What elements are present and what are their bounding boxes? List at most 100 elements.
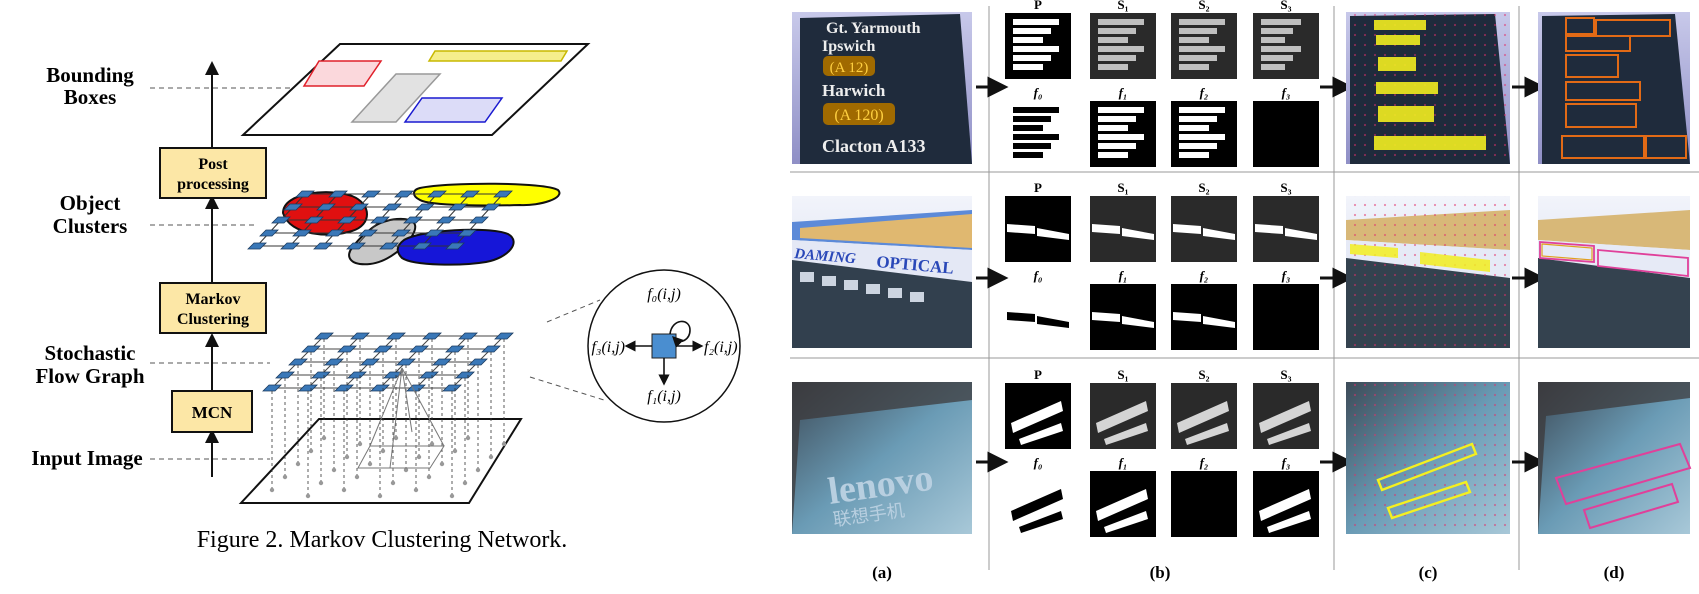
flow-graph-node <box>396 358 416 366</box>
flow-label-f1: f₁(i,j) <box>647 388 681 405</box>
row1-input-image: Gt. Yarmouth Ipswich (A 12) Harwich (A 1… <box>792 12 972 164</box>
flow-graph-node <box>445 345 465 353</box>
col-label-a: (a) <box>872 563 892 582</box>
map-tile <box>1171 383 1237 449</box>
map-label-bottom: f₁ <box>1119 85 1128 100</box>
flow-graph-node <box>409 345 429 353</box>
flow-graph-node <box>468 358 488 366</box>
cluster-graph-node <box>259 229 279 237</box>
stage-markov-line1: Markov <box>185 291 240 308</box>
row1-text-yarmouth: Gt. Yarmouth <box>826 20 921 37</box>
col-label-d: (d) <box>1604 563 1625 582</box>
map-tile <box>1171 471 1237 537</box>
map-label-top: P <box>1034 0 1042 12</box>
map-label-bottom: f₃ <box>1282 85 1291 100</box>
label-bounding-boxes-line1: Bounding <box>46 63 134 87</box>
map-label-top: S₃ <box>1280 0 1291 12</box>
label-bounding-boxes-line2: Boxes <box>64 85 117 109</box>
stage-mcn-label: MCN <box>192 403 233 422</box>
flow-graph-node <box>373 345 393 353</box>
cluster-graph-node <box>358 229 378 237</box>
map-label-top: S₁ <box>1117 180 1128 195</box>
stage-markov-clustering: Markov Clustering <box>159 282 267 334</box>
map-label-top: S₃ <box>1280 180 1291 195</box>
cluster-red <box>281 191 368 236</box>
flow-graph-node <box>422 332 442 340</box>
stochastic-flow-graph <box>262 332 514 392</box>
node-zoom-inset: f₀(i,j) f₃(i,j) f₂(i,j) f₁(i,j) <box>529 269 741 423</box>
cluster-graph-node <box>361 190 381 198</box>
input-image-plane <box>238 339 523 504</box>
row1-text-harwich: Harwich <box>822 81 886 100</box>
row2-input-image: DAMING OPTICAL <box>792 196 972 348</box>
stage-post-processing: Post processing <box>159 147 267 199</box>
column-labels: (a) (b) (c) (d) <box>872 563 1624 582</box>
flow-graph-node <box>494 332 514 340</box>
zoom-node <box>651 333 677 359</box>
level-labels: Bounding Boxes Object Clusters Stochasti… <box>31 63 145 470</box>
label-flow-graph-line1: Stochastic <box>45 341 136 365</box>
flow-graph-node <box>360 358 380 366</box>
receptive-field-pyramid <box>357 367 445 469</box>
figure2: Bounding Boxes Object Clusters Stochasti… <box>31 43 741 553</box>
flow-label-f2: f₂(i,j) <box>704 339 738 356</box>
cluster-graph-node <box>457 229 477 237</box>
map-tile <box>1090 284 1156 350</box>
col-label-b: (b) <box>1150 563 1171 582</box>
map-label-bottom: f₂ <box>1200 268 1209 283</box>
map-tile <box>1253 471 1319 537</box>
flow-graph-node <box>455 371 475 379</box>
cluster-graph-node <box>424 229 444 237</box>
map-tile <box>1253 383 1319 449</box>
flow-graph-node <box>432 358 452 366</box>
map-label-bottom: f₃ <box>1282 268 1291 283</box>
map-label-top: S₁ <box>1117 0 1128 12</box>
map-label-bottom: f₃ <box>1282 455 1291 470</box>
flow-graph-node <box>314 332 334 340</box>
flow-graph-node <box>275 371 295 379</box>
map-tile <box>1253 13 1319 79</box>
cluster-graph-node <box>292 229 312 237</box>
cluster-graph-node <box>436 216 456 224</box>
cluster-graph-node <box>349 203 369 211</box>
cluster-graph-node <box>493 190 513 198</box>
cluster-graph-node <box>382 203 402 211</box>
map-label-top: S₂ <box>1198 367 1209 382</box>
flow-graph-node <box>419 371 439 379</box>
cluster-graph-node <box>325 229 345 237</box>
map-label-top: S₂ <box>1198 180 1209 195</box>
row3-input-image: lenovo 联想手机 <box>792 382 972 534</box>
flow-graph-node <box>298 384 318 392</box>
box-yellow <box>427 50 569 62</box>
cluster-graph-node <box>304 216 324 224</box>
map-tile <box>1005 383 1071 449</box>
map-tile <box>1171 13 1237 79</box>
map-label-top: S₃ <box>1280 367 1291 382</box>
map-label-bottom: f₁ <box>1119 268 1128 283</box>
map-label-top: P <box>1034 367 1042 382</box>
map-label-top: S₂ <box>1198 0 1209 12</box>
flow-graph-node <box>334 384 354 392</box>
map-label-bottom: f₂ <box>1200 85 1209 100</box>
figure2-caption: Figure 2. Markov Clustering Network. <box>197 527 568 553</box>
map-tile <box>1253 101 1319 167</box>
map-label-bottom: f₀ <box>1034 268 1043 283</box>
cluster-graph-node <box>247 242 267 250</box>
map-tile <box>1005 284 1071 350</box>
stage-mcn: MCN <box>171 390 253 433</box>
row1-text-a12: (A 12) <box>830 60 869 76</box>
bounding-boxes-plane <box>240 43 591 136</box>
cluster-graph-node <box>394 190 414 198</box>
map-tile <box>1090 383 1156 449</box>
flow-label-f3: f₃(i,j) <box>591 339 625 356</box>
label-object-clusters-line1: Object <box>60 191 121 215</box>
cluster-graph-node <box>469 216 489 224</box>
figure3: Gt. Yarmouth Ipswich (A 12) Harwich (A 1… <box>790 0 1699 582</box>
flow-graph-node <box>347 371 367 379</box>
cluster-graph-node <box>337 216 357 224</box>
